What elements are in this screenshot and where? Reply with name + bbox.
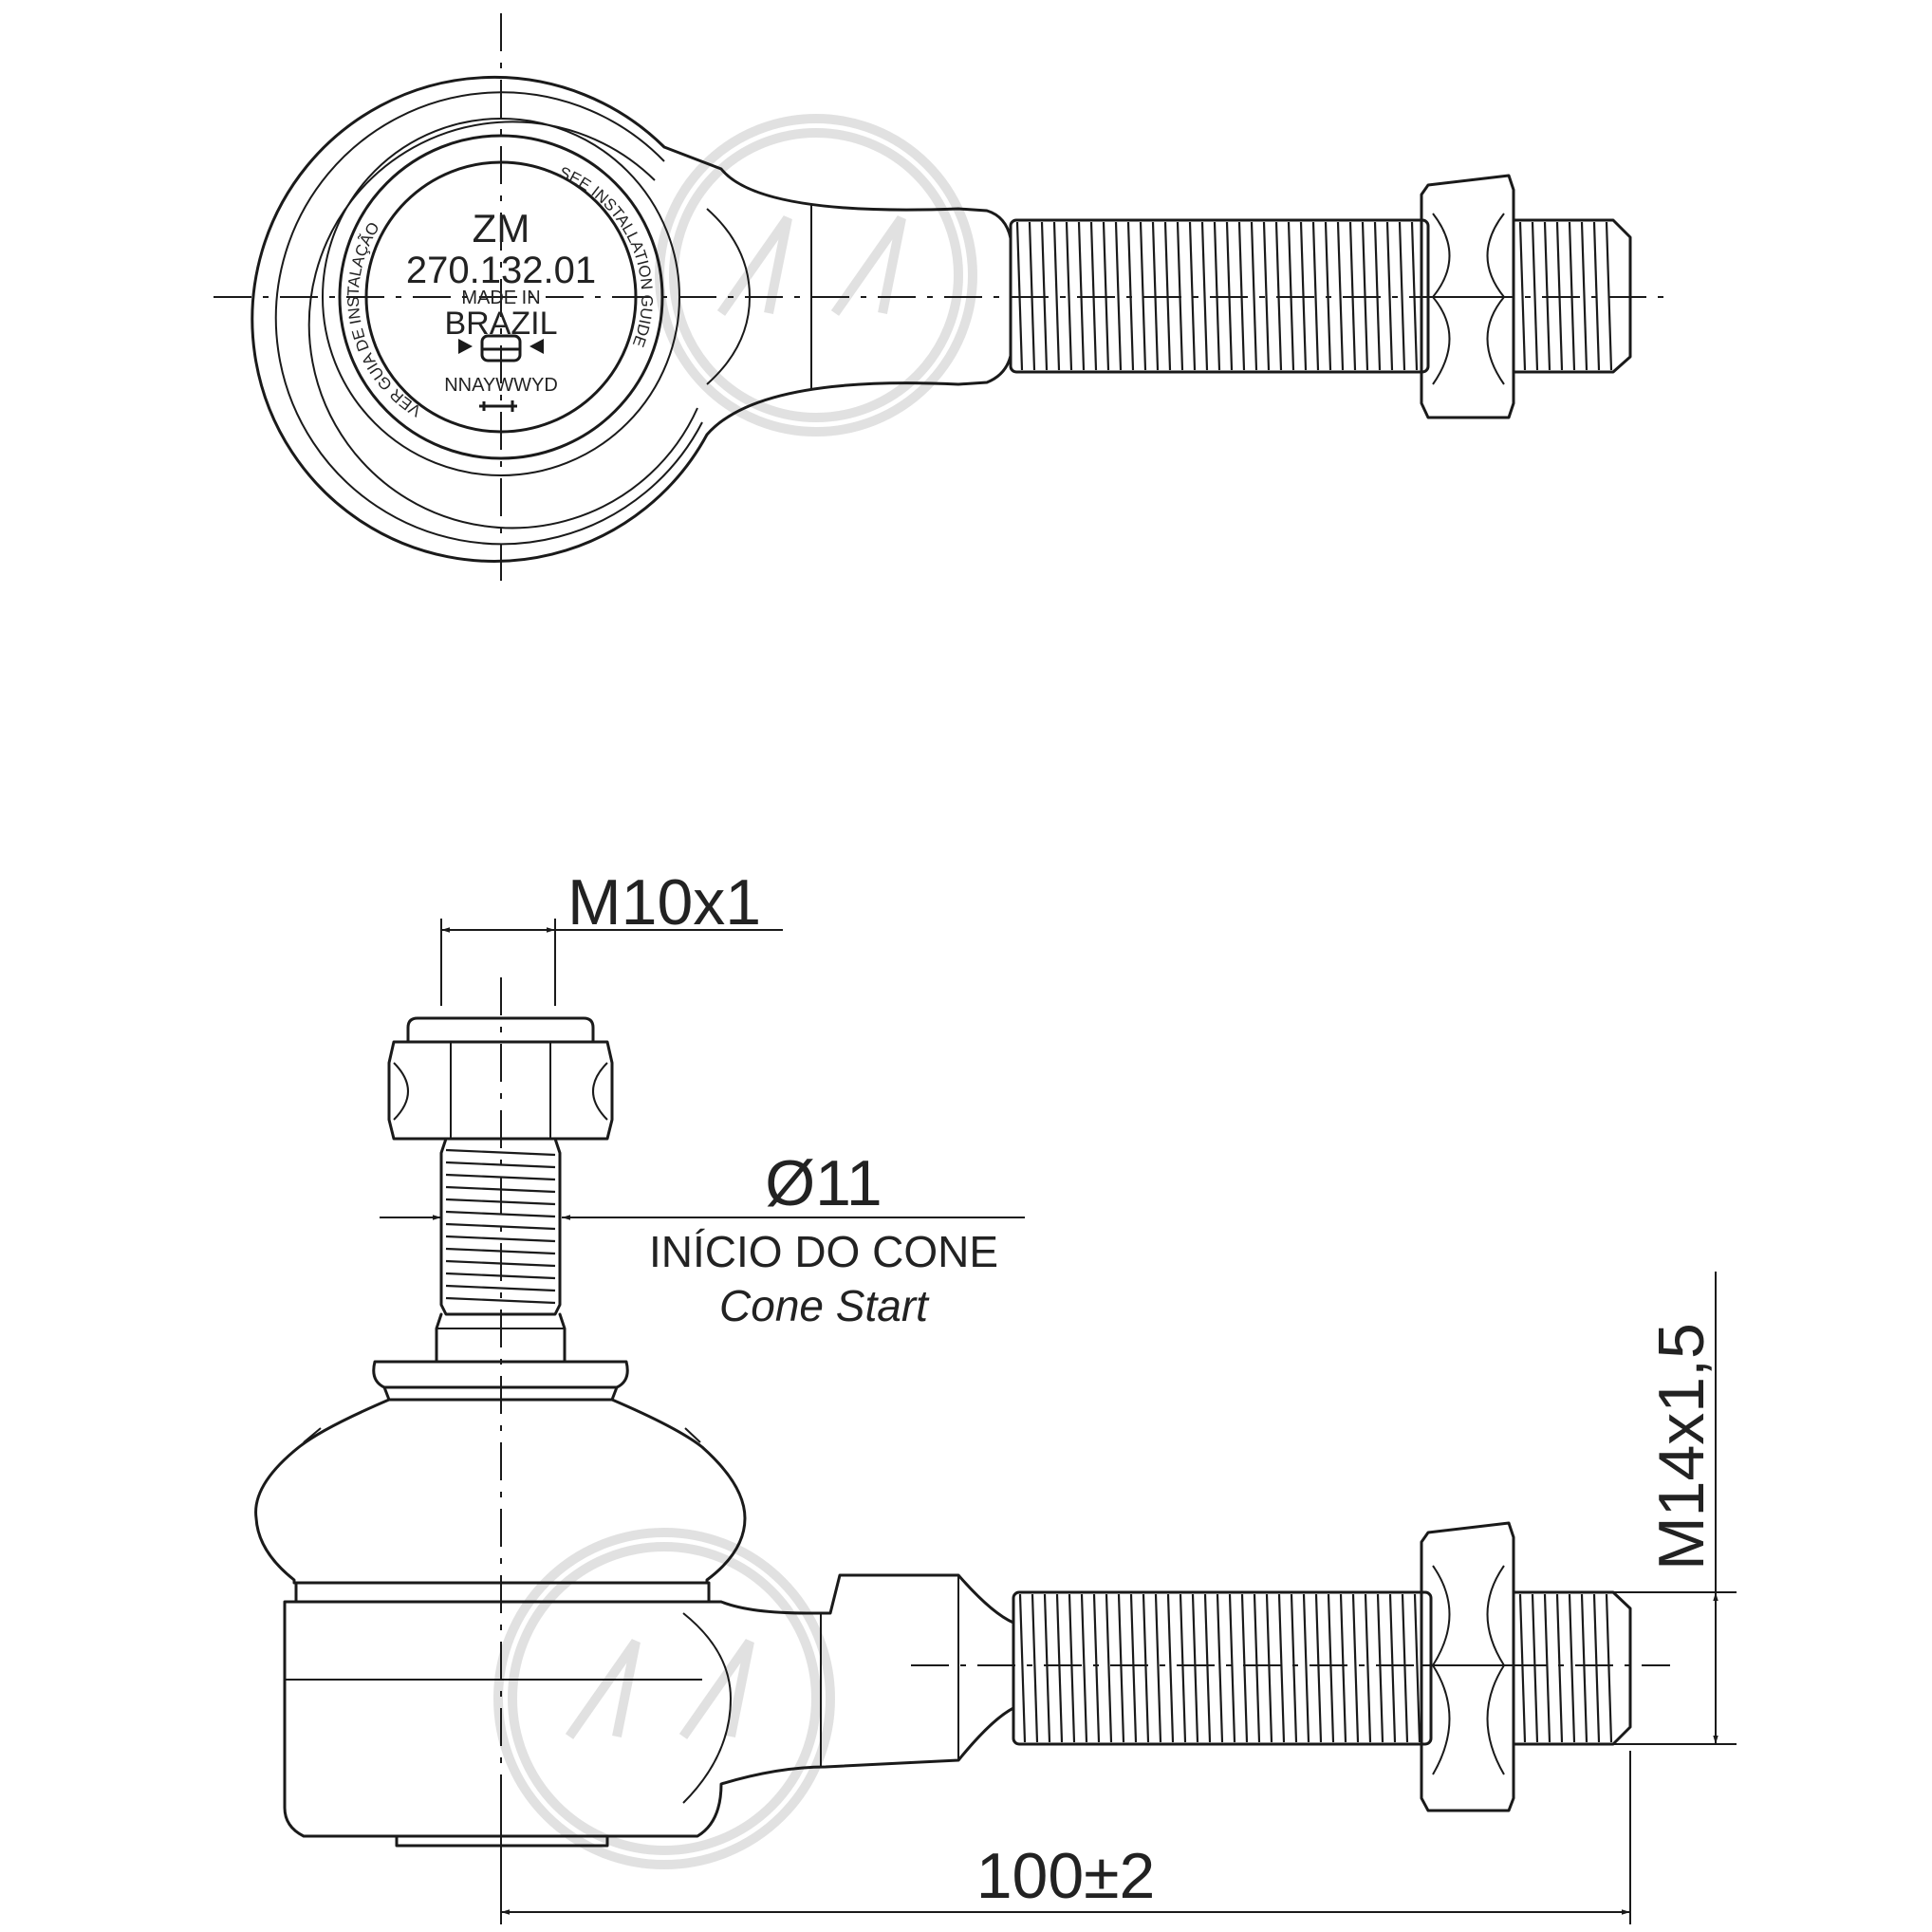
housing-body [283, 1573, 1015, 1838]
eye-body-outline [251, 75, 1012, 563]
dim-cone-diameter: Ø11 [765, 1147, 882, 1219]
dimension-cone: Ø11 INÍCIO DO CONE Cone Start [380, 1147, 1025, 1330]
eye-cap-outer [338, 134, 664, 460]
top-view: ZM 270.132.01 MADE IN BRAZIL NNAYWWYD VE… [214, 13, 1670, 581]
dimension-m10: M10x1 [440, 866, 783, 1006]
side-shank-thread [1018, 1593, 1421, 1743]
dimension-length: 100±2 [500, 1751, 1631, 1924]
dim-stud-thread: M10x1 [567, 866, 761, 938]
eye-cap-inner [364, 160, 638, 434]
cone-note-pt: INÍCIO DO CONE [649, 1227, 998, 1276]
stud-hex-nut [387, 1040, 614, 1141]
dimension-m14: M14x1,5 [1613, 1272, 1737, 1745]
top-hex-nut [1420, 174, 1515, 419]
stamp-brand: ZM [473, 206, 530, 251]
cone-note-en: Cone Start [719, 1281, 930, 1330]
side-hex-nut [1420, 1521, 1515, 1812]
watermark-logo-top [655, 114, 977, 437]
stud-top-washer [406, 1016, 595, 1044]
top-shank-thread [1015, 221, 1419, 371]
side-view [254, 977, 1670, 1922]
side-shank-tip [1512, 1590, 1632, 1746]
eye-inner-ring [274, 91, 703, 546]
housing-band [294, 1581, 711, 1604]
car-icon [458, 334, 544, 362]
stamp-made-in: MADE IN [461, 288, 540, 308]
dim-length: 100±2 [976, 1840, 1156, 1912]
wrench-icon [479, 400, 517, 412]
dim-shank-thread: M14x1,5 [1645, 1323, 1718, 1570]
stamp-part-number: 270.132.01 [406, 250, 596, 291]
stamp-date-code: NNAYWWYD [444, 375, 558, 396]
top-shank-tip [1512, 218, 1632, 374]
watermark-logo-bottom [493, 1528, 835, 1869]
stud-thread [445, 1148, 556, 1305]
